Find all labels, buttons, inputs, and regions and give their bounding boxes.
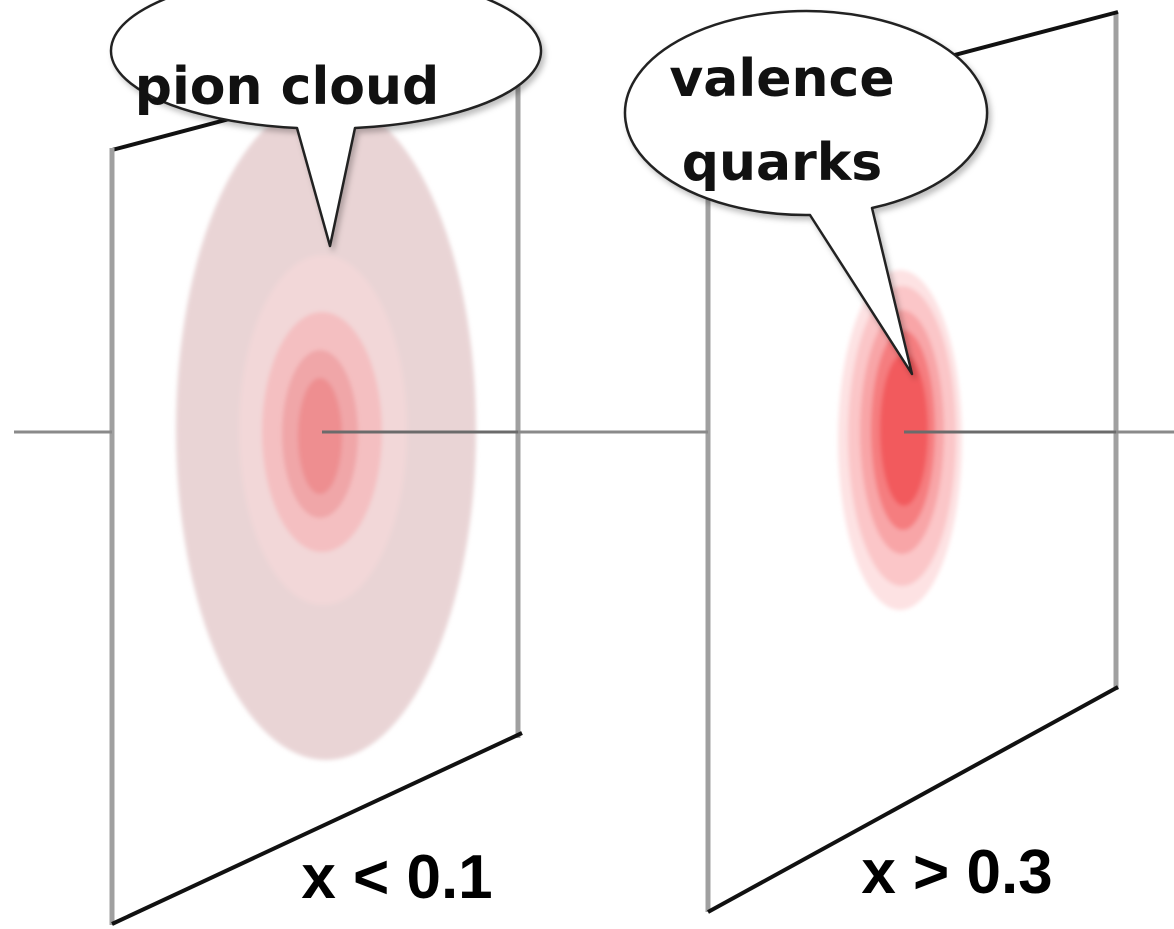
callout-bubble [109,0,543,248]
plane-low-x-bottom-edge [111,731,523,926]
distribution-ring-5 [880,354,928,506]
callout-bubble [623,9,989,376]
callout-valence-quarks-text-line-2: quarks [682,133,883,193]
plane-low-x-label: x < 0.1 [301,843,492,912]
callout-valence-quarks-text-line-1: valence [669,49,894,109]
valence-quarks-distribution [838,270,962,610]
plane-high-x-label: x > 0.3 [861,838,1052,907]
plane-high-x-bottom-edge [707,685,1119,914]
callout-pion-cloud [109,0,543,248]
callout-pion-cloud-text: pion cloud [135,57,440,117]
callout-valence-quarks [623,9,989,376]
distribution-ring-5 [298,378,342,494]
